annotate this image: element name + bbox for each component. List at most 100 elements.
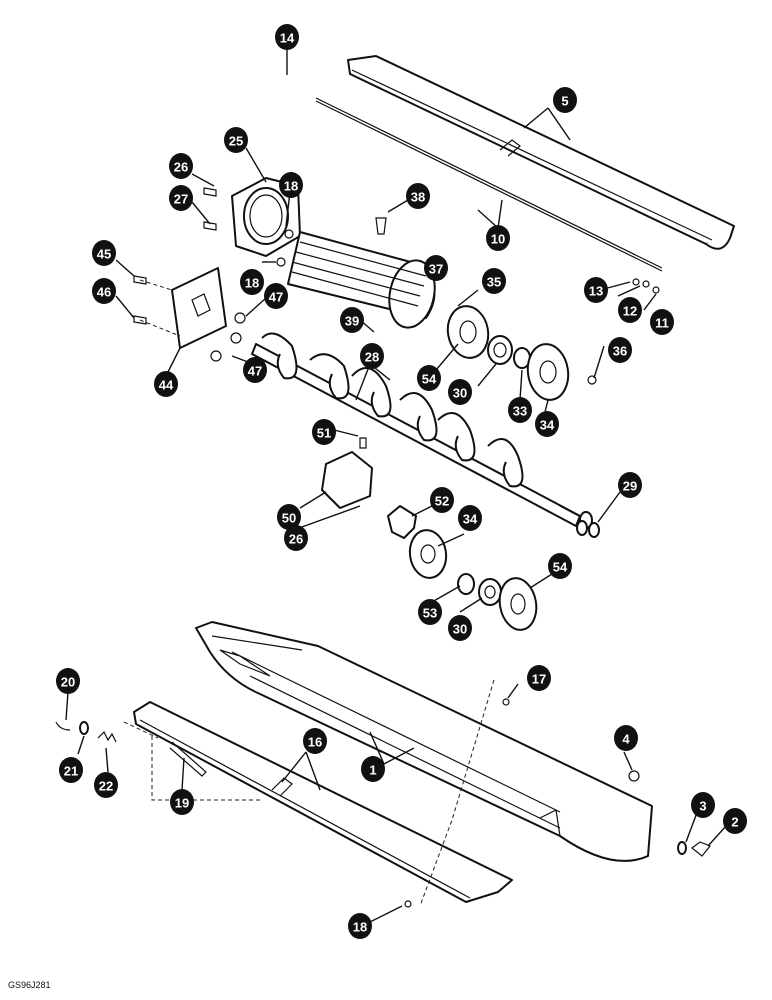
washer-3: [677, 841, 687, 855]
callout-badge-2: [723, 808, 747, 834]
callout-number-16: 16: [308, 735, 322, 750]
spring-22: [97, 730, 117, 743]
top-cover-panel: [347, 55, 735, 250]
callout-number-18: 18: [284, 179, 298, 194]
nut-36: [587, 375, 597, 385]
callout-number-34: 34: [540, 418, 555, 433]
callout-badge-47: [264, 283, 288, 309]
callout-number-18: 18: [245, 276, 259, 291]
callout-number-26: 26: [289, 532, 303, 547]
callout-number-30: 30: [453, 386, 467, 401]
callout-number-29: 29: [623, 479, 637, 494]
bearing-flange-plate: [231, 177, 301, 257]
auger-trough: [195, 621, 653, 862]
callout-number-2: 2: [731, 815, 738, 830]
callout-badge-27: [169, 185, 193, 211]
callout-badge-36: [608, 337, 632, 363]
callout-badge-5: [553, 87, 577, 113]
callout-badge-11: [650, 309, 674, 335]
callout-badge-35: [482, 268, 506, 294]
callout-badge-25: [224, 127, 248, 153]
callout-badge-47: [243, 357, 267, 383]
callout-number-36: 36: [613, 344, 627, 359]
callout-number-45: 45: [97, 247, 111, 262]
callout-badge-53: [418, 599, 442, 625]
callout-badge-22: [94, 772, 118, 798]
callout-number-14: 14: [280, 31, 295, 46]
callout-badge-34: [535, 411, 559, 437]
callout-number-1: 1: [369, 763, 376, 778]
callout-number-3: 3: [699, 799, 706, 814]
callout-badge-18: [348, 913, 372, 939]
bolt-2: [691, 841, 711, 857]
pin-20: [55, 721, 71, 731]
callout-number-21: 21: [64, 764, 78, 779]
callout-number-54: 54: [422, 372, 437, 387]
callout-badge-17: [527, 665, 551, 691]
washers-29: [576, 520, 600, 538]
bolts-plate: [203, 187, 294, 267]
flange-54-lower: [498, 577, 538, 631]
rod-19: [169, 741, 207, 777]
cylinder-drum: [287, 231, 436, 329]
callout-badge-30: [448, 379, 472, 405]
callout-number-33: 33: [513, 404, 527, 419]
callout-number-17: 17: [532, 672, 546, 687]
washer-21: [79, 721, 89, 735]
callout-badge-14: [275, 24, 299, 50]
callout-number-12: 12: [623, 304, 637, 319]
callout-number-44: 44: [159, 378, 174, 393]
callout-badge-30: [448, 615, 472, 641]
callout-badge-33: [508, 397, 532, 423]
callout-number-11: 11: [655, 316, 669, 331]
callout-badge-13: [584, 277, 608, 303]
bolt-51: [359, 437, 367, 449]
callout-badge-38: [406, 183, 430, 209]
callout-badge-45: [92, 240, 116, 266]
bolt-17: [502, 698, 510, 706]
callout-number-19: 19: [175, 796, 189, 811]
callout-number-50: 50: [282, 511, 296, 526]
callout-badge-19: [170, 789, 194, 815]
callout-badge-54: [417, 365, 441, 391]
callout-number-46: 46: [97, 285, 111, 300]
callout-badge-46: [92, 278, 116, 304]
callout-badge-1: [361, 756, 385, 782]
callout-badge-50: [277, 504, 301, 530]
callout-number-38: 38: [411, 190, 425, 205]
mount-plate: [171, 267, 227, 349]
callout-badge-10: [486, 225, 510, 251]
nut-4: [628, 770, 640, 782]
callout-number-26: 26: [174, 160, 188, 175]
callout-number-27: 27: [174, 192, 188, 207]
bolts-mount: [133, 275, 246, 362]
callout-number-34: 34: [463, 512, 478, 527]
clip-18-bottom: [404, 900, 412, 908]
callout-number-20: 20: [61, 675, 75, 690]
callout-badge-4: [614, 725, 638, 751]
small-hardware-right: [632, 278, 660, 294]
callout-number-37: 37: [429, 262, 443, 277]
collar-53: [457, 573, 475, 595]
callout-number-18: 18: [353, 920, 367, 935]
callout-badge-29: [618, 472, 642, 498]
bottom-cover-panel: [133, 701, 513, 903]
callout-number-10: 10: [491, 232, 505, 247]
callout-badge-52: [430, 487, 454, 513]
callout-number-47: 47: [248, 364, 262, 379]
top-rod: [315, 97, 663, 272]
callout-number-51: 51: [317, 426, 331, 441]
callout-badge-37: [424, 255, 448, 281]
callout-badge-16: [303, 728, 327, 754]
clamp-50: [321, 451, 373, 509]
callout-badge-26: [169, 153, 193, 179]
bolt-38: [375, 217, 387, 235]
callout-number-13: 13: [589, 284, 603, 299]
callout-badge-3: [691, 792, 715, 818]
callout-number-4: 4: [622, 732, 630, 747]
callout-number-22: 22: [99, 779, 113, 794]
bracket-52: [387, 505, 417, 539]
callout-badge-39: [340, 307, 364, 333]
